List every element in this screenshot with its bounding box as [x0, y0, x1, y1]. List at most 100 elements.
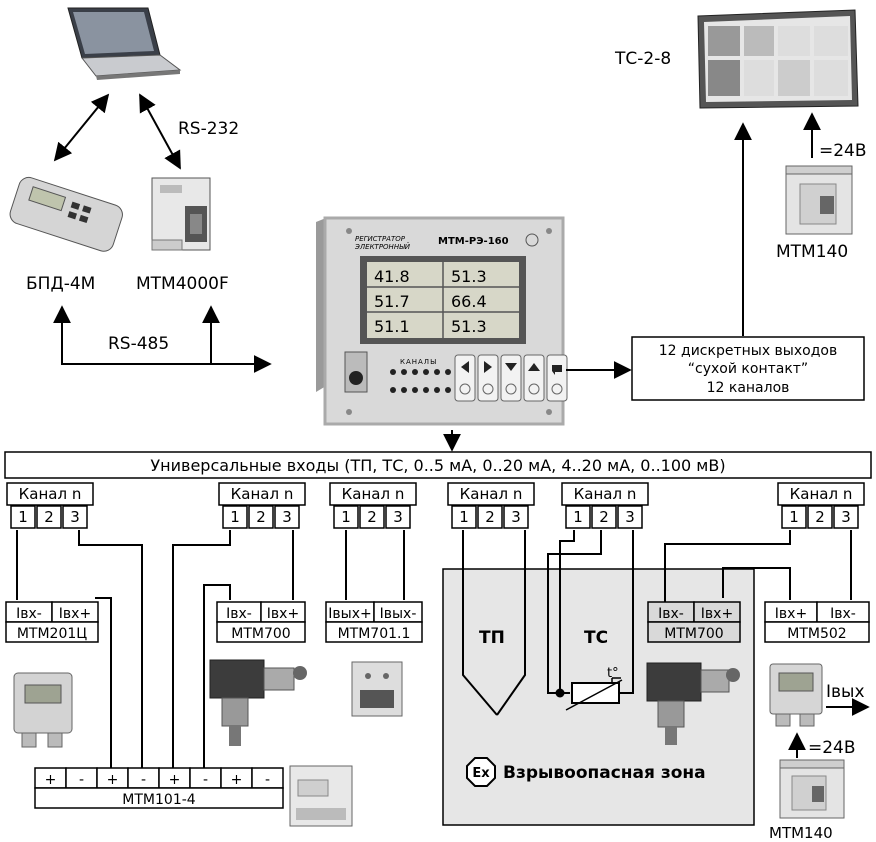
mtm4000f-label: МТМ4000F [136, 274, 229, 294]
mtm101-device-icon [289, 765, 353, 827]
hazard-zone-label: Взрывоопасная зона [503, 763, 706, 783]
terminal-device-cell [5, 621, 99, 643]
channel-pin [248, 505, 274, 529]
mtm502-device-icon [769, 663, 823, 727]
mtm101-terminal-sign: - [79, 772, 84, 788]
terminal-device-label: МТМ700 [231, 626, 290, 642]
ts28-panel-icon [697, 9, 859, 109]
wiring [16, 530, 852, 768]
power-bottom-label: =24В [808, 738, 856, 758]
ex-hazard-icon [466, 757, 496, 787]
terminal-device-label: МТМ701.1 [338, 626, 411, 642]
bpd-label: БПД-4М [26, 274, 95, 294]
inputs-bar-label: Универсальные входы (ТП, ТС, 0..5 мА, 0.… [150, 456, 725, 475]
mtm700-left-device-icon [209, 659, 307, 746]
channel-pin [36, 505, 62, 529]
rs485-bus [53, 305, 272, 373]
channel-header [218, 482, 306, 506]
terminal-blocks: Iвх- Iвх+ МТМ201Ц Iвх- Iвх+ МТМ700 Iвых+ Iвых- М… [5, 601, 870, 809]
channel-title: Канал n [342, 485, 405, 503]
mtm101-name-cell [34, 787, 284, 809]
channel-pin [503, 505, 529, 529]
terminal-label: Iвх- [226, 606, 252, 622]
laptop-mtm4000f-link [139, 93, 181, 170]
ex-label: Ex [472, 766, 490, 781]
channel-title: Канал n [460, 485, 523, 503]
channel-pin-number: 1 [459, 508, 469, 526]
channel-pin-number: 1 [18, 508, 28, 526]
mtm101-terminal-sign: - [141, 772, 146, 788]
tp-label: ТП [479, 628, 505, 648]
terminal-device-label: МТМ700 [664, 626, 723, 642]
mtm140-top-label: МТМ140 [776, 242, 848, 262]
channel-pin-number: 2 [485, 508, 495, 526]
recorder-device [316, 216, 568, 426]
channel-header [777, 482, 865, 506]
mtm140-bottom-label: МТМ140 [769, 824, 833, 842]
terminal-label: Iвх+ [59, 606, 91, 622]
recorder-channels-label: КАНАЛЫ [400, 358, 437, 366]
terminal-device-label: МТМ201Ц [17, 626, 87, 642]
mtm701-device-icon [351, 661, 403, 717]
channel-pin [833, 505, 859, 529]
channel-pin [385, 505, 411, 529]
terminal-device-label: МТМ502 [787, 626, 846, 642]
channel-pin [359, 505, 385, 529]
mtm140-top-icon [785, 165, 853, 235]
ts-node [555, 688, 565, 698]
channel-pin [591, 505, 617, 529]
channel-title: Канал n [19, 485, 82, 503]
channel-header [561, 482, 649, 506]
mtm140-bottom-icon [779, 759, 845, 819]
channel-pin-number: 3 [511, 508, 521, 526]
mtm101-terminal-sign: + [169, 772, 181, 788]
channel-title: Канал n [231, 485, 294, 503]
channel-pin-number: 2 [815, 508, 825, 526]
recorder-value-2: 51.3 [451, 267, 487, 286]
channel-pin [565, 505, 591, 529]
outputs-line1: 12 дискретных выходов [659, 343, 837, 359]
terminal-label: Iвх+ [267, 606, 299, 622]
channel-pin-number: 3 [393, 508, 403, 526]
outputs-line3: 12 каналов [707, 380, 790, 396]
channel-pin-number: 1 [789, 508, 799, 526]
mtm101-terminal-sign: - [265, 772, 270, 788]
terminal-device-cell [647, 621, 741, 643]
terminal-device-cell [216, 621, 306, 643]
t-symbol: t° [607, 666, 619, 681]
mtm101-terminal-sign: + [45, 772, 57, 788]
channel-pin-number: 1 [573, 508, 583, 526]
rs485-label: RS-485 [108, 334, 169, 354]
channel-pin [62, 505, 88, 529]
terminal-label: Iвх- [16, 606, 42, 622]
channel-pin [274, 505, 300, 529]
bpd-device-icon [9, 176, 123, 252]
channel-pin-number: 3 [841, 508, 851, 526]
mtm101-label: МТМ101-4 [122, 792, 195, 808]
laptop-bpd-link [53, 93, 110, 162]
channel-pin-number: 1 [341, 508, 351, 526]
channel-title: Канал n [574, 485, 637, 503]
channel-header [6, 482, 94, 506]
terminal-label: Iвых+ [328, 606, 371, 622]
channel-pin [451, 505, 477, 529]
terminal-label: Iвх+ [775, 606, 807, 622]
terminal-label: Iвых- [380, 606, 417, 622]
channel-pin [10, 505, 36, 529]
channel-pin [477, 505, 503, 529]
outputs-box [631, 336, 865, 401]
channel-pin-number: 3 [70, 508, 80, 526]
channel-header [329, 482, 417, 506]
mtm4000f-device-icon [151, 177, 211, 251]
recorder-value-6: 51.3 [451, 317, 487, 336]
recorder-brand-line2: ЭЛЕКТРОННЫЙ [354, 242, 411, 251]
channel-pin [333, 505, 359, 529]
terminal-label: Iвх- [830, 606, 856, 622]
outputs-line2: “сухой контакт” [688, 361, 808, 377]
terminal-device-cell [325, 621, 423, 643]
recorder-value-4: 66.4 [451, 292, 487, 311]
channel-title: Канал n [790, 485, 853, 503]
ts-resistor-slash [565, 679, 623, 711]
